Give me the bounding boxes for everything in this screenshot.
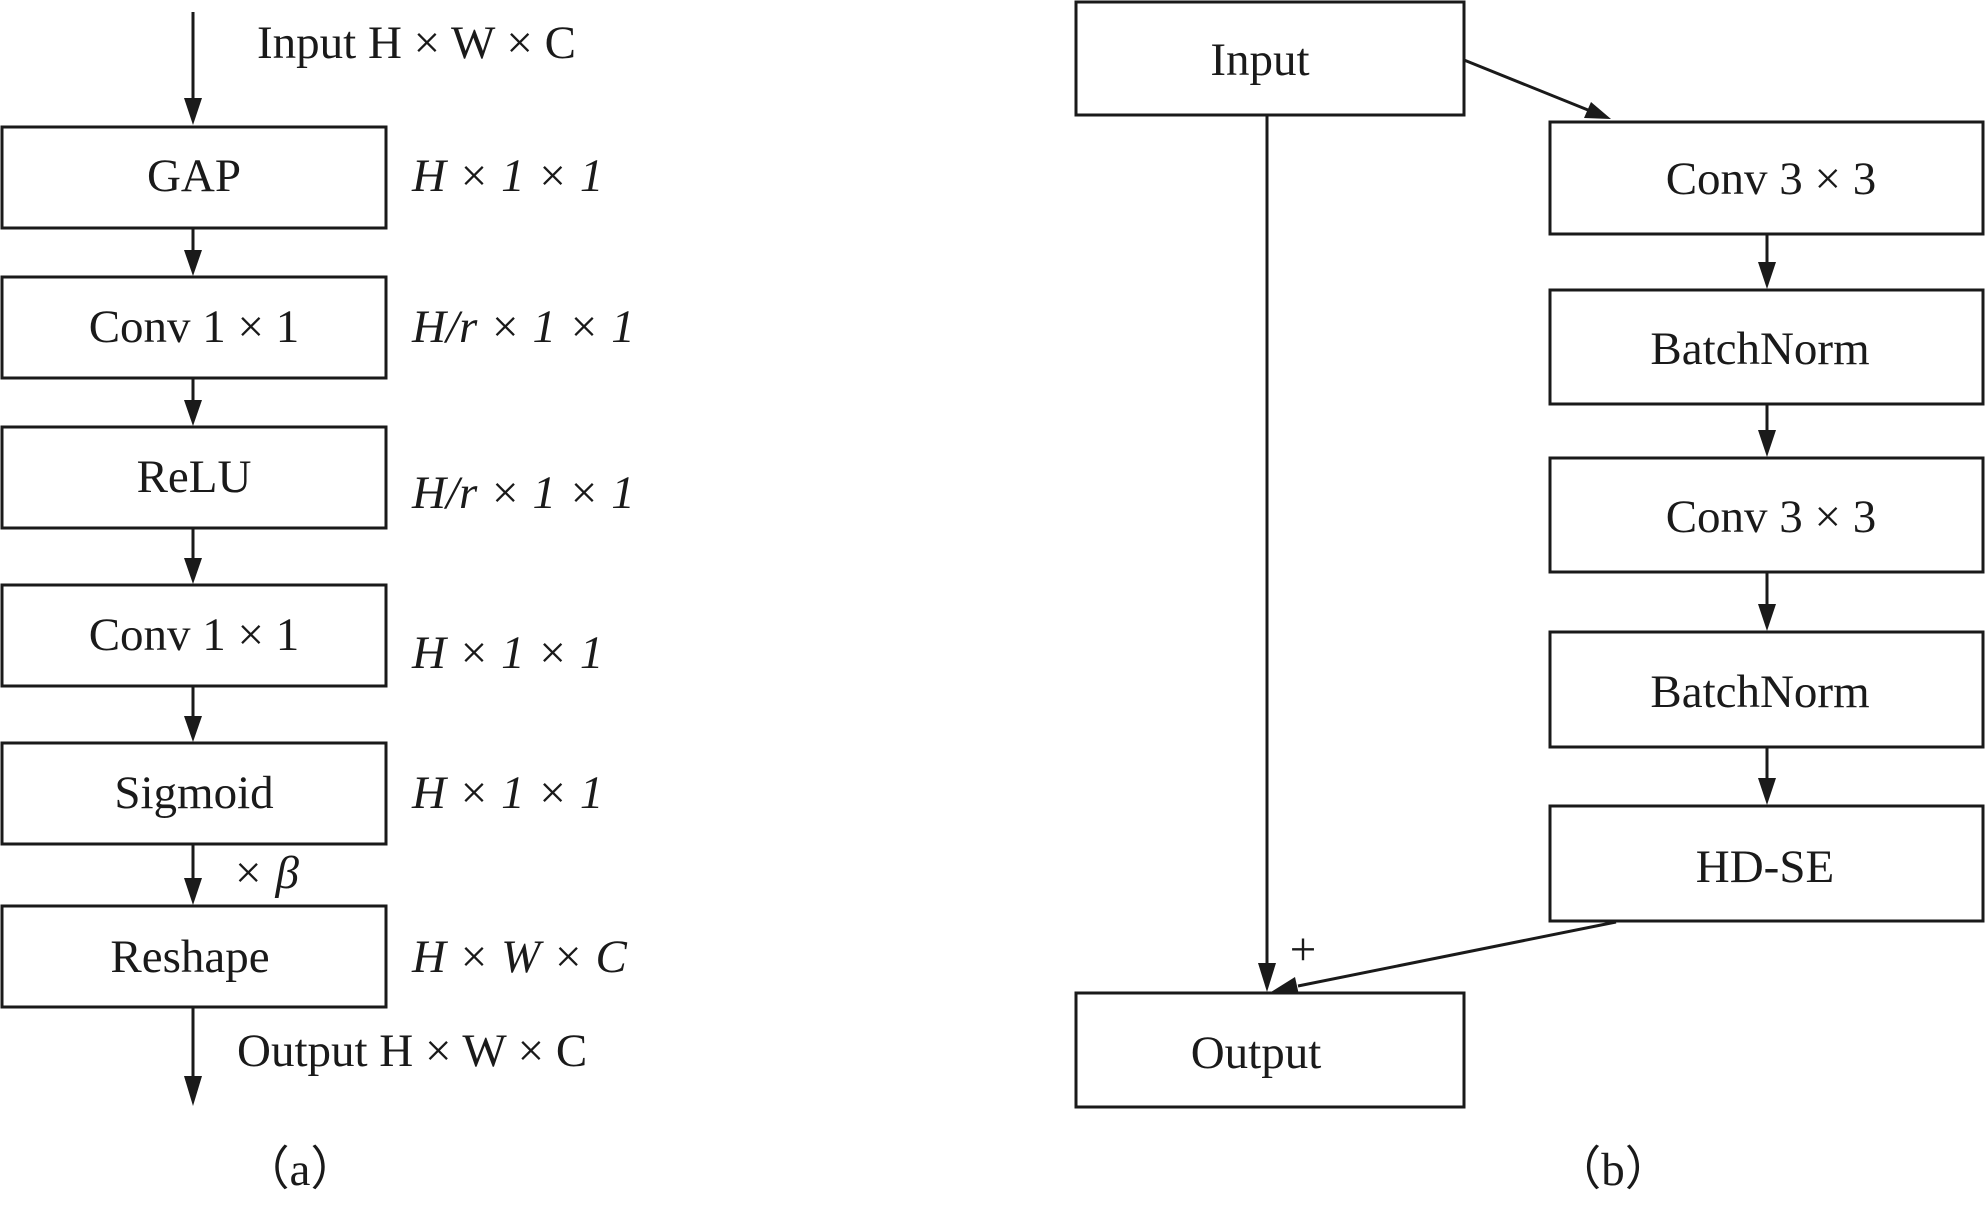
- arrow-head: [1584, 102, 1611, 119]
- arrow-head: [184, 878, 202, 905]
- a-block-dim: H/r × 1 × 1: [411, 467, 635, 519]
- a-scale-label: × β: [232, 847, 299, 899]
- b-output-box: [1074, 991, 1466, 1109]
- arrow-head: [184, 558, 202, 584]
- b-block-bn1: [1548, 288, 1985, 406]
- a-block-label: Sigmoid: [114, 767, 273, 819]
- a-block-dim: H × 1 × 1: [411, 767, 603, 819]
- arrow-head: [1258, 963, 1276, 992]
- a-output-label: Output H × W × C: [237, 1025, 587, 1077]
- arrow-head: [1758, 430, 1776, 457]
- a-block-conv1: [0, 275, 388, 380]
- arrow-head: [184, 716, 202, 742]
- b-block-label: BatchNorm: [1650, 666, 1869, 718]
- b-block-label: Conv 3 × 3: [1666, 153, 1877, 205]
- b-block-bn2: [1548, 630, 1985, 749]
- arrow-head: [184, 98, 202, 125]
- arrow-head: [1758, 778, 1776, 805]
- a-block-conv2: [0, 583, 388, 688]
- a-block-sigmoid: [0, 741, 388, 846]
- b-block-label: BatchNorm: [1650, 323, 1869, 375]
- a-block-label: Reshape: [110, 931, 269, 983]
- a-block-reshape: [0, 904, 388, 1009]
- b-sum-symbol: +: [1290, 924, 1317, 976]
- b-input-label: Input: [1210, 34, 1309, 86]
- b-block-conv2: [1548, 456, 1985, 574]
- arrow-head: [1758, 262, 1776, 289]
- a-block-dim: H/r × 1 × 1: [411, 301, 635, 353]
- a-input-label: Input H × W × C: [257, 17, 576, 69]
- arrow-head: [1758, 604, 1776, 631]
- b-input-box: [1074, 0, 1466, 117]
- a-block-label: ReLU: [137, 451, 252, 503]
- b-block-label: HD-SE: [1696, 841, 1834, 893]
- a-block-dim: H × 1 × 1: [411, 627, 603, 679]
- panel-a: Input H × W × C GAP H × 1 × 1 Conv 1 × 1…: [0, 12, 635, 1196]
- b-caption: （b）: [1554, 1144, 1672, 1196]
- panel-b: Input Conv 3 × 3 BatchNorm Conv 3 × 3 Ba…: [1074, 0, 1985, 1196]
- b-block-conv1: [1548, 120, 1985, 236]
- a-block-label: Conv 1 × 1: [89, 609, 300, 661]
- arrow-head: [184, 1076, 202, 1106]
- b-output-label: Output: [1191, 1027, 1322, 1079]
- a-block-relu: [0, 425, 388, 530]
- a-block-dim: H × 1 × 1: [411, 150, 603, 202]
- a-caption: （a）: [243, 1144, 358, 1196]
- a-block-label: Conv 1 × 1: [89, 301, 300, 353]
- arrow-head: [184, 400, 202, 426]
- merge-arrow: [1297, 920, 1617, 988]
- b-block-hdse: [1548, 804, 1985, 923]
- a-block-dim: H × W × C: [411, 931, 628, 983]
- a-block-label: GAP: [147, 150, 241, 202]
- arrow-head: [1271, 977, 1299, 995]
- arrow-head: [184, 250, 202, 276]
- branch-arrow: [1463, 58, 1589, 112]
- b-block-label: Conv 3 × 3: [1666, 491, 1877, 543]
